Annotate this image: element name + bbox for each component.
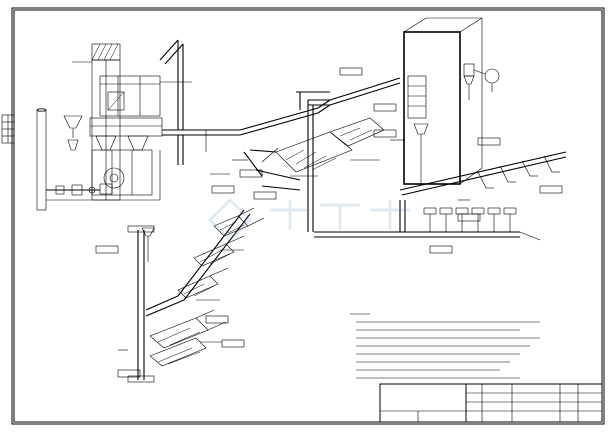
left-margin-table: [1, 114, 15, 144]
top-right-hopper: [463, 63, 500, 100]
lower-left-riser: [127, 225, 155, 383]
branch-drops-center: [210, 149, 301, 191]
outer-border: [11, 7, 605, 425]
filter-housing: [89, 75, 163, 137]
main-outlet-duct: [159, 39, 240, 165]
right-branch-header: [399, 151, 567, 196]
right-dust-collector: [403, 17, 483, 185]
notes-block: [350, 313, 540, 379]
watermark-logo: [207, 197, 410, 243]
callout-leaders: [72, 61, 541, 351]
trunk-branch-group-2: [193, 235, 245, 267]
equipment-tags: [95, 67, 563, 378]
drawing-frame: [13, 9, 603, 423]
diagonal-trunk: [145, 209, 251, 317]
ground-pipework: [46, 150, 161, 201]
trunk-branch-group-1: [213, 207, 265, 237]
lower-fanout: [149, 309, 227, 367]
fan-unit: [99, 167, 125, 195]
trunk-branch-group-3: [177, 267, 229, 299]
baghouse-column: [91, 43, 121, 201]
chimney-stack: [36, 108, 47, 211]
hatched-branch-run: [275, 117, 385, 173]
title-block: [379, 383, 603, 423]
